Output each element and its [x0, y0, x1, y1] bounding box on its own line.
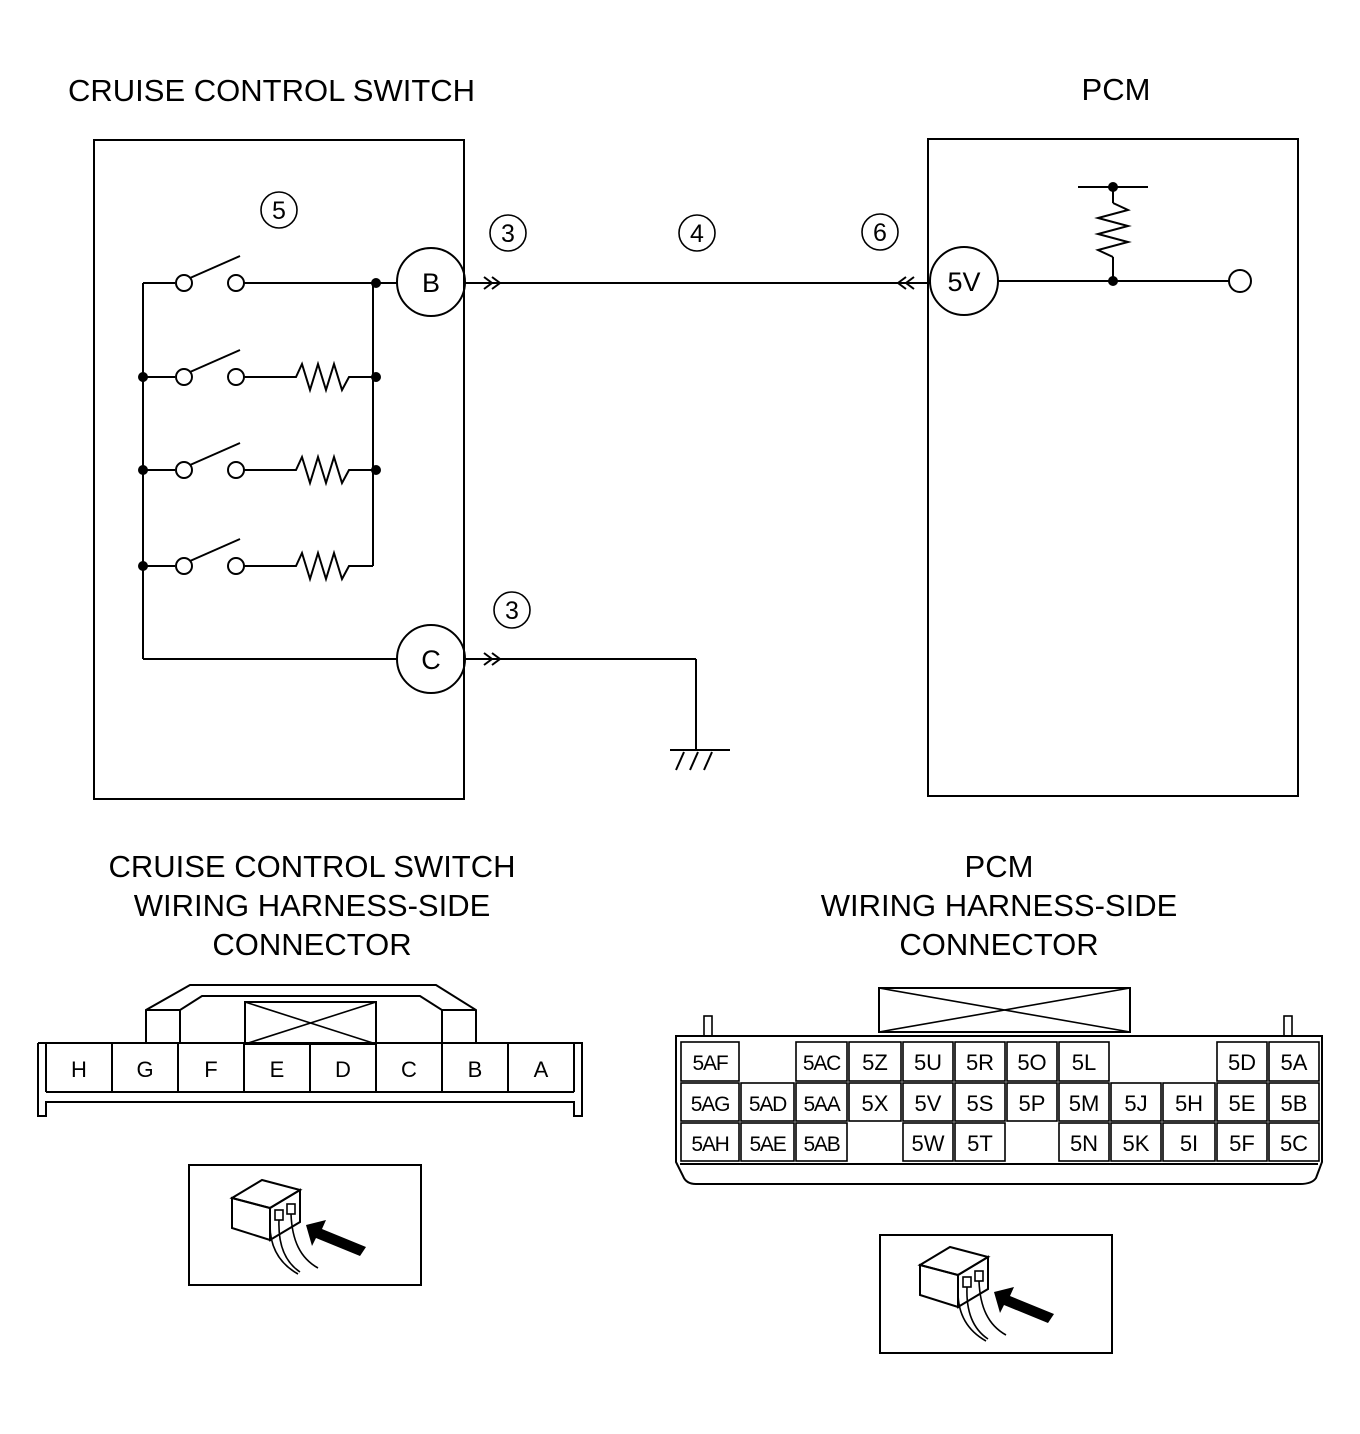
- marker-3-b: 3: [489, 214, 527, 252]
- pcm-pin-5a: 5A: [1281, 1050, 1308, 1075]
- pcm-pin-5ab: 5AB: [803, 1133, 839, 1156]
- pcm-pin-5i: 5I: [1180, 1131, 1198, 1156]
- pcm-pin-5z: 5Z: [862, 1050, 888, 1075]
- pcm-pin-5ah: 5AH: [691, 1133, 728, 1156]
- pcm-pin-5x: 5X: [862, 1091, 889, 1116]
- switch-pin-a: A: [534, 1057, 549, 1082]
- pcm-pin-5af: 5AF: [693, 1052, 728, 1075]
- pcm-pin-5b: 5B: [1281, 1091, 1308, 1116]
- pcm-pin-5w: 5W: [912, 1131, 945, 1156]
- switch-connector-title-line2: WIRING HARNESS-SIDE: [134, 888, 491, 923]
- pcm-circuit: [998, 182, 1252, 293]
- pcm-pin-5m: 5M: [1069, 1091, 1100, 1116]
- terminal-b-label: B: [422, 268, 440, 298]
- pcm-pin-5v: 5V: [915, 1091, 942, 1116]
- switch-pin-f: F: [204, 1057, 217, 1082]
- pcm-pin-5ae: 5AE: [749, 1133, 786, 1156]
- pcm-pin-5c: 5C: [1280, 1131, 1308, 1156]
- switch-pin-h: H: [71, 1057, 87, 1082]
- switch-circuit: [138, 255, 397, 660]
- pcm-pin-5d: 5D: [1228, 1050, 1256, 1075]
- pcm-title: PCM: [1082, 72, 1151, 107]
- svg-text:3: 3: [505, 597, 519, 625]
- switch-pin-b: B: [468, 1057, 483, 1082]
- pcm-connector-title-line2: WIRING HARNESS-SIDE: [821, 888, 1178, 923]
- marker-3-c: 3: [493, 591, 531, 629]
- switch-pin-c: C: [401, 1057, 417, 1082]
- pcm-pin-5s: 5S: [967, 1091, 994, 1116]
- pcm-connector-title-line3: CONNECTOR: [899, 927, 1098, 962]
- pcm-pin-5j: 5J: [1124, 1091, 1147, 1116]
- svg-text:6: 6: [873, 219, 887, 247]
- pcm-connector: 5AF 5AC 5Z 5U 5R 5O 5L 5D 5A 5AG 5AD 5AA 5X 5V 5S 5P 5M 5…: [675, 987, 1323, 1185]
- pcm-pin-5ad: 5AD: [749, 1093, 787, 1116]
- switch-connector-title: CRUISE CONTROL SWITCH WIRING HARNESS-SID…: [108, 849, 515, 962]
- svg-text:4: 4: [690, 220, 704, 248]
- ground-wire: [465, 652, 730, 771]
- switch-pin-d: D: [335, 1057, 351, 1082]
- pcm-pin-5o: 5O: [1017, 1050, 1046, 1075]
- pcm-pin-5l: 5L: [1072, 1050, 1096, 1075]
- pcm-pin-5e: 5E: [1229, 1091, 1256, 1116]
- switch-connector-title-line3: CONNECTOR: [212, 927, 411, 962]
- pcm-pin-5u: 5U: [914, 1050, 942, 1075]
- marker-5: 5: [260, 191, 298, 229]
- svg-text:5: 5: [272, 197, 286, 225]
- pcm-pin-5ac: 5AC: [803, 1052, 841, 1075]
- pcm-pin-5h: 5H: [1175, 1091, 1203, 1116]
- pcm-connector-title: PCM WIRING HARNESS-SIDE CONNECTOR: [821, 849, 1178, 962]
- pcm-pin-5ag: 5AG: [691, 1093, 729, 1116]
- switch-pin-g: G: [136, 1057, 153, 1082]
- terminal-c-label: C: [421, 645, 441, 675]
- pcm-connector-title-line1: PCM: [965, 849, 1034, 884]
- signal-wire: [465, 276, 930, 290]
- pcm-pin-5t: 5T: [967, 1131, 993, 1156]
- switch-pin-e: E: [270, 1057, 285, 1082]
- svg-text:3: 3: [501, 220, 515, 248]
- marker-4: 4: [678, 214, 716, 252]
- terminal-5v-label: 5V: [947, 267, 980, 297]
- pcm-pin-5r: 5R: [966, 1050, 994, 1075]
- switch-box: [93, 139, 465, 800]
- connector-view-icon: [879, 1234, 1113, 1354]
- switch-title: CRUISE CONTROL SWITCH: [68, 73, 475, 108]
- switch-connector-title-line1: CRUISE CONTROL SWITCH: [108, 849, 515, 884]
- marker-6: 6: [861, 213, 899, 251]
- connector-view-icon: [188, 1164, 422, 1286]
- pcm-pin-5k: 5K: [1123, 1131, 1150, 1156]
- pcm-pin-5aa: 5AA: [803, 1093, 840, 1116]
- pcm-pin-5f: 5F: [1229, 1131, 1255, 1156]
- pcm-pin-5p: 5P: [1019, 1091, 1046, 1116]
- pcm-pin-5n: 5N: [1070, 1131, 1098, 1156]
- pcm-box: [927, 138, 1299, 797]
